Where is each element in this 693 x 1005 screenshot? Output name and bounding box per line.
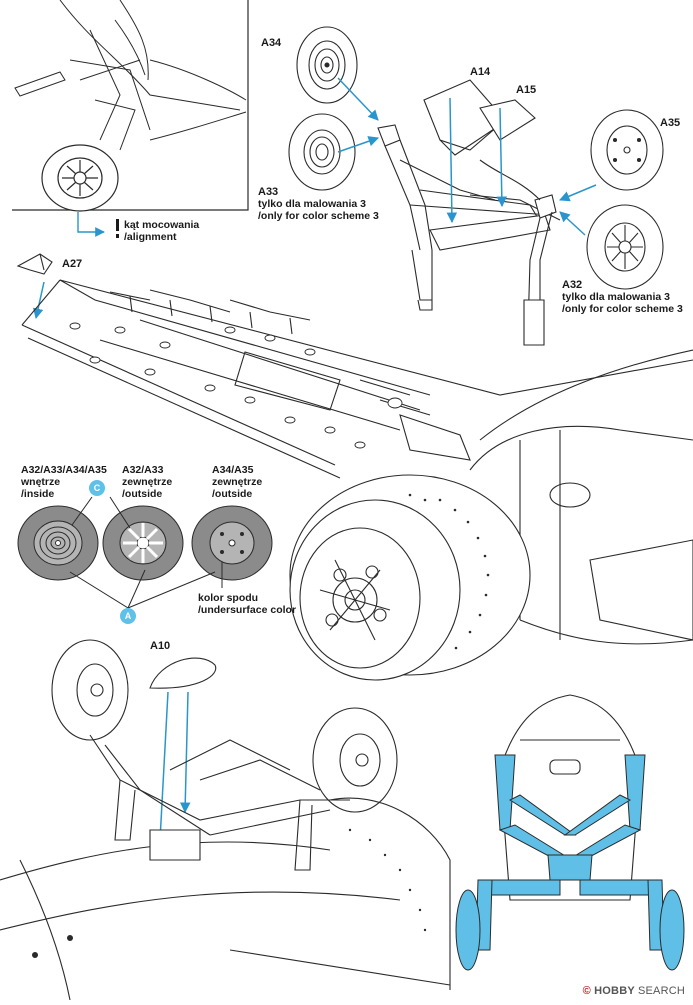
wheel-outside-a32-a33 [102,505,184,581]
wheel-outside1-caption: A32/A33 zewnętrze /outside [122,464,172,500]
engine-cowling [289,474,531,681]
fairing-a15 [479,99,536,141]
wheel-inside-caption: A32/A33/A34/A35 wnętrze /inside [21,464,107,500]
label-a34: A34 [261,37,282,49]
wheel-outside2-head: A34/A35 [212,464,254,476]
leader-a27 [32,281,45,320]
label-a32: A32 [562,279,583,291]
wheel-outside-a34-a35 [191,505,273,581]
label-a27: A27 [62,258,83,270]
wing-fasteners [69,322,403,449]
alignment-note: kąt mocowania /alignment [124,219,199,243]
front-view-gear-highlight [455,754,685,971]
color-badge-c [89,480,105,496]
wheel-inside-color [17,505,99,581]
fairing-a14 [423,79,506,156]
wheel-outside2-caption: A34/A35 zewnętrze /outside [212,464,262,500]
scheme-note-pl-2: tylko dla malowania 3 [562,291,670,303]
watermark-suffix: SEARCH [637,985,685,997]
alignment-marker [77,212,119,238]
leader-a10 [155,691,191,842]
undersurface-pl: kolor spodu [198,592,259,604]
wheel-a34 [296,26,358,104]
wheel-a32 [586,204,664,290]
label-a33-group: A33 tylko dla malowania 3 /only for colo… [258,186,379,222]
lower-rivets [32,828,427,958]
wheel-inside-pl: wnętrze [21,476,61,488]
label-a35: A35 [660,117,681,129]
alignment-note-pl: kąt mocowania [124,219,200,231]
lower-gear-drawing [0,639,451,1001]
part-a10 [149,657,217,689]
watermark-mark: © [582,985,591,997]
inset-gear-drawing [14,0,247,151]
main-gear-assembly [377,124,561,346]
wheel-outside1-head: A32/A33 [122,464,164,476]
watermark: © HOBBY SEARCH [583,985,685,997]
label-a14: A14 [470,66,491,78]
badge-c-label: C [93,483,101,493]
color-leader-lines [69,496,223,609]
scheme-note-en-2: /only for color scheme 3 [562,303,683,315]
wheel-outside2-en: /outside [212,488,253,500]
wheel-inside-en: /inside [21,488,55,500]
wheel-outside1-en: /outside [122,488,163,500]
alignment-note-en: /alignment [124,231,177,243]
scheme-note-pl: tylko dla malowania 3 [258,198,366,210]
cowling-rivets [408,493,490,650]
badge-a-label: A [124,611,132,621]
wheel-a33 [288,113,356,191]
label-a32-group: A32 tylko dla malowania 3 /only for colo… [562,279,683,315]
label-a15: A15 [516,84,537,96]
label-a33: A33 [258,186,279,198]
watermark-brand: HOBBY [594,985,635,997]
inset-wheel [41,144,119,212]
wheel-outside2-pl: zewnętrze [212,476,263,488]
wheel-outside1-pl: zewnętrze [122,476,173,488]
wheel-inside-head: A32/A33/A34/A35 [21,464,107,476]
part-a27 [16,253,53,275]
undersurface-en: /undersurface color [198,604,297,616]
undersurface-note: kolor spodu /undersurface color [198,592,296,616]
color-badge-a [120,608,136,624]
scheme-note-en: /only for color scheme 3 [258,210,379,222]
wheel-a35 [590,109,664,191]
wing-drawing [21,279,693,479]
top-leader-arrows [337,77,597,236]
label-a10: A10 [150,640,171,652]
